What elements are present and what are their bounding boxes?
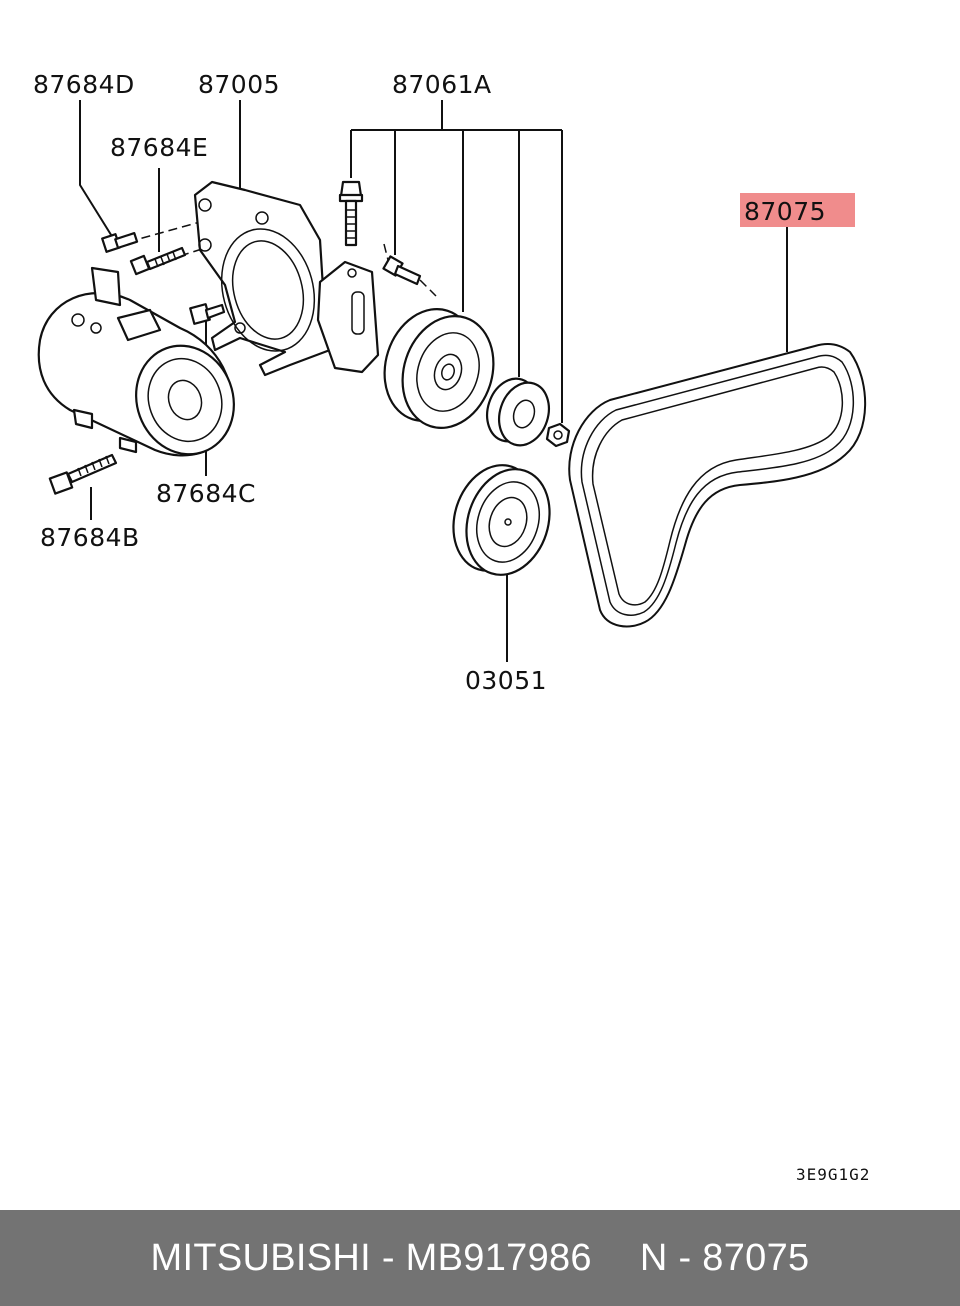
label-87684B[interactable]: 87684B	[40, 523, 140, 552]
diagram-code: 3E9G1G2	[796, 1165, 870, 1184]
bolt-87061A-long	[338, 180, 364, 247]
parts-diagram: 87684D 87005 87061A 87684E 87075 87684C …	[33, 70, 870, 1184]
crank-pulley-03051	[452, 464, 551, 576]
footer-brand-part: MITSUBISHI - MB917986	[150, 1236, 592, 1279]
footer-ref: N - 87075	[639, 1236, 810, 1279]
bolt-87684B	[48, 453, 118, 495]
bolt-87684E	[129, 246, 206, 276]
footer-bar: MITSUBISHI - MB917986 N - 87075	[0, 1210, 960, 1306]
nut-87061A	[545, 422, 571, 448]
label-87684E[interactable]: 87684E	[110, 133, 208, 162]
compressor	[37, 266, 235, 457]
label-87684D[interactable]: 87684D	[33, 70, 135, 99]
label-03051[interactable]: 03051	[465, 666, 547, 695]
bracket-87005	[193, 180, 332, 377]
label-87005[interactable]: 87005	[198, 70, 280, 99]
idler-pulley-large	[383, 308, 495, 429]
label-87684C[interactable]: 87684C	[156, 479, 256, 508]
tensioner-bracket	[316, 260, 380, 374]
bolt-87684C	[189, 303, 226, 325]
label-87061A[interactable]: 87061A	[392, 70, 492, 99]
bolt-87061A-short	[382, 243, 437, 297]
idler-pulley-small	[486, 377, 550, 447]
label-87075[interactable]: 87075	[744, 197, 826, 226]
highlight-87075	[740, 193, 855, 227]
v-belt-87075	[568, 343, 867, 628]
bolt-87684D	[101, 221, 201, 253]
